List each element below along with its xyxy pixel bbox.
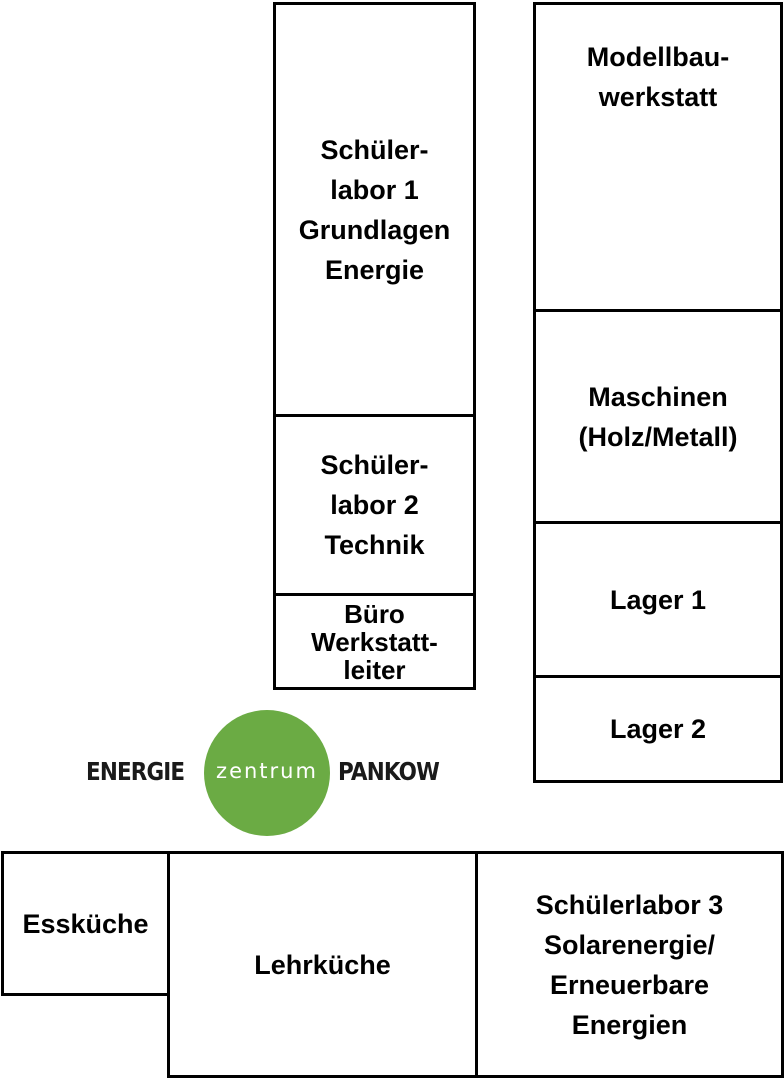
- room-buero-werkstattleiter: Büro Werkstatt- leiter: [273, 593, 476, 690]
- room-label: Schüler- labor 2 Technik: [320, 450, 429, 560]
- room-schuelerlabor-2: Schüler- labor 2 Technik: [273, 414, 476, 596]
- logo-circle: [204, 710, 330, 836]
- room-label: Lehrküche: [254, 949, 391, 980]
- room-schuelerlabor-1: Schüler- labor 1 Grundlagen Energie: [273, 2, 476, 417]
- room-label: Modellbau- werkstatt: [586, 42, 730, 112]
- room-esskueche: Essküche: [1, 851, 170, 996]
- room-label: Lager 2: [609, 714, 707, 744]
- room-schuelerlabor-3: Schülerlabor 3 Solarenergie/ Erneuerbare…: [475, 851, 784, 1078]
- room-label: Essküche: [22, 908, 149, 939]
- room-lager-2: Lager 2: [533, 675, 783, 783]
- energiezentrum-pankow-logo: ENERGIE zentrum PANKOW: [84, 709, 459, 837]
- room-lager-1: Lager 1: [533, 521, 783, 678]
- logo-word-energie: ENERGIE: [86, 757, 185, 786]
- logo-word-pankow: PANKOW: [338, 757, 440, 786]
- logo-word-zentrum: zentrum: [216, 759, 318, 783]
- room-label: Lager 1: [609, 584, 707, 615]
- room-label: Schüler- labor 1 Grundlagen Energie: [298, 134, 451, 285]
- room-label: Büro Werkstatt- leiter: [311, 598, 438, 685]
- room-maschinen: Maschinen (Holz/Metall): [533, 309, 783, 524]
- room-lehrkueche: Lehrküche: [167, 851, 478, 1078]
- room-label: Maschinen (Holz/Metall): [578, 381, 738, 452]
- room-label: Schülerlabor 3 Solarenergie/ Erneuerbare…: [535, 889, 724, 1040]
- room-modellbauwerkstatt: Modellbau- werkstatt: [533, 2, 783, 312]
